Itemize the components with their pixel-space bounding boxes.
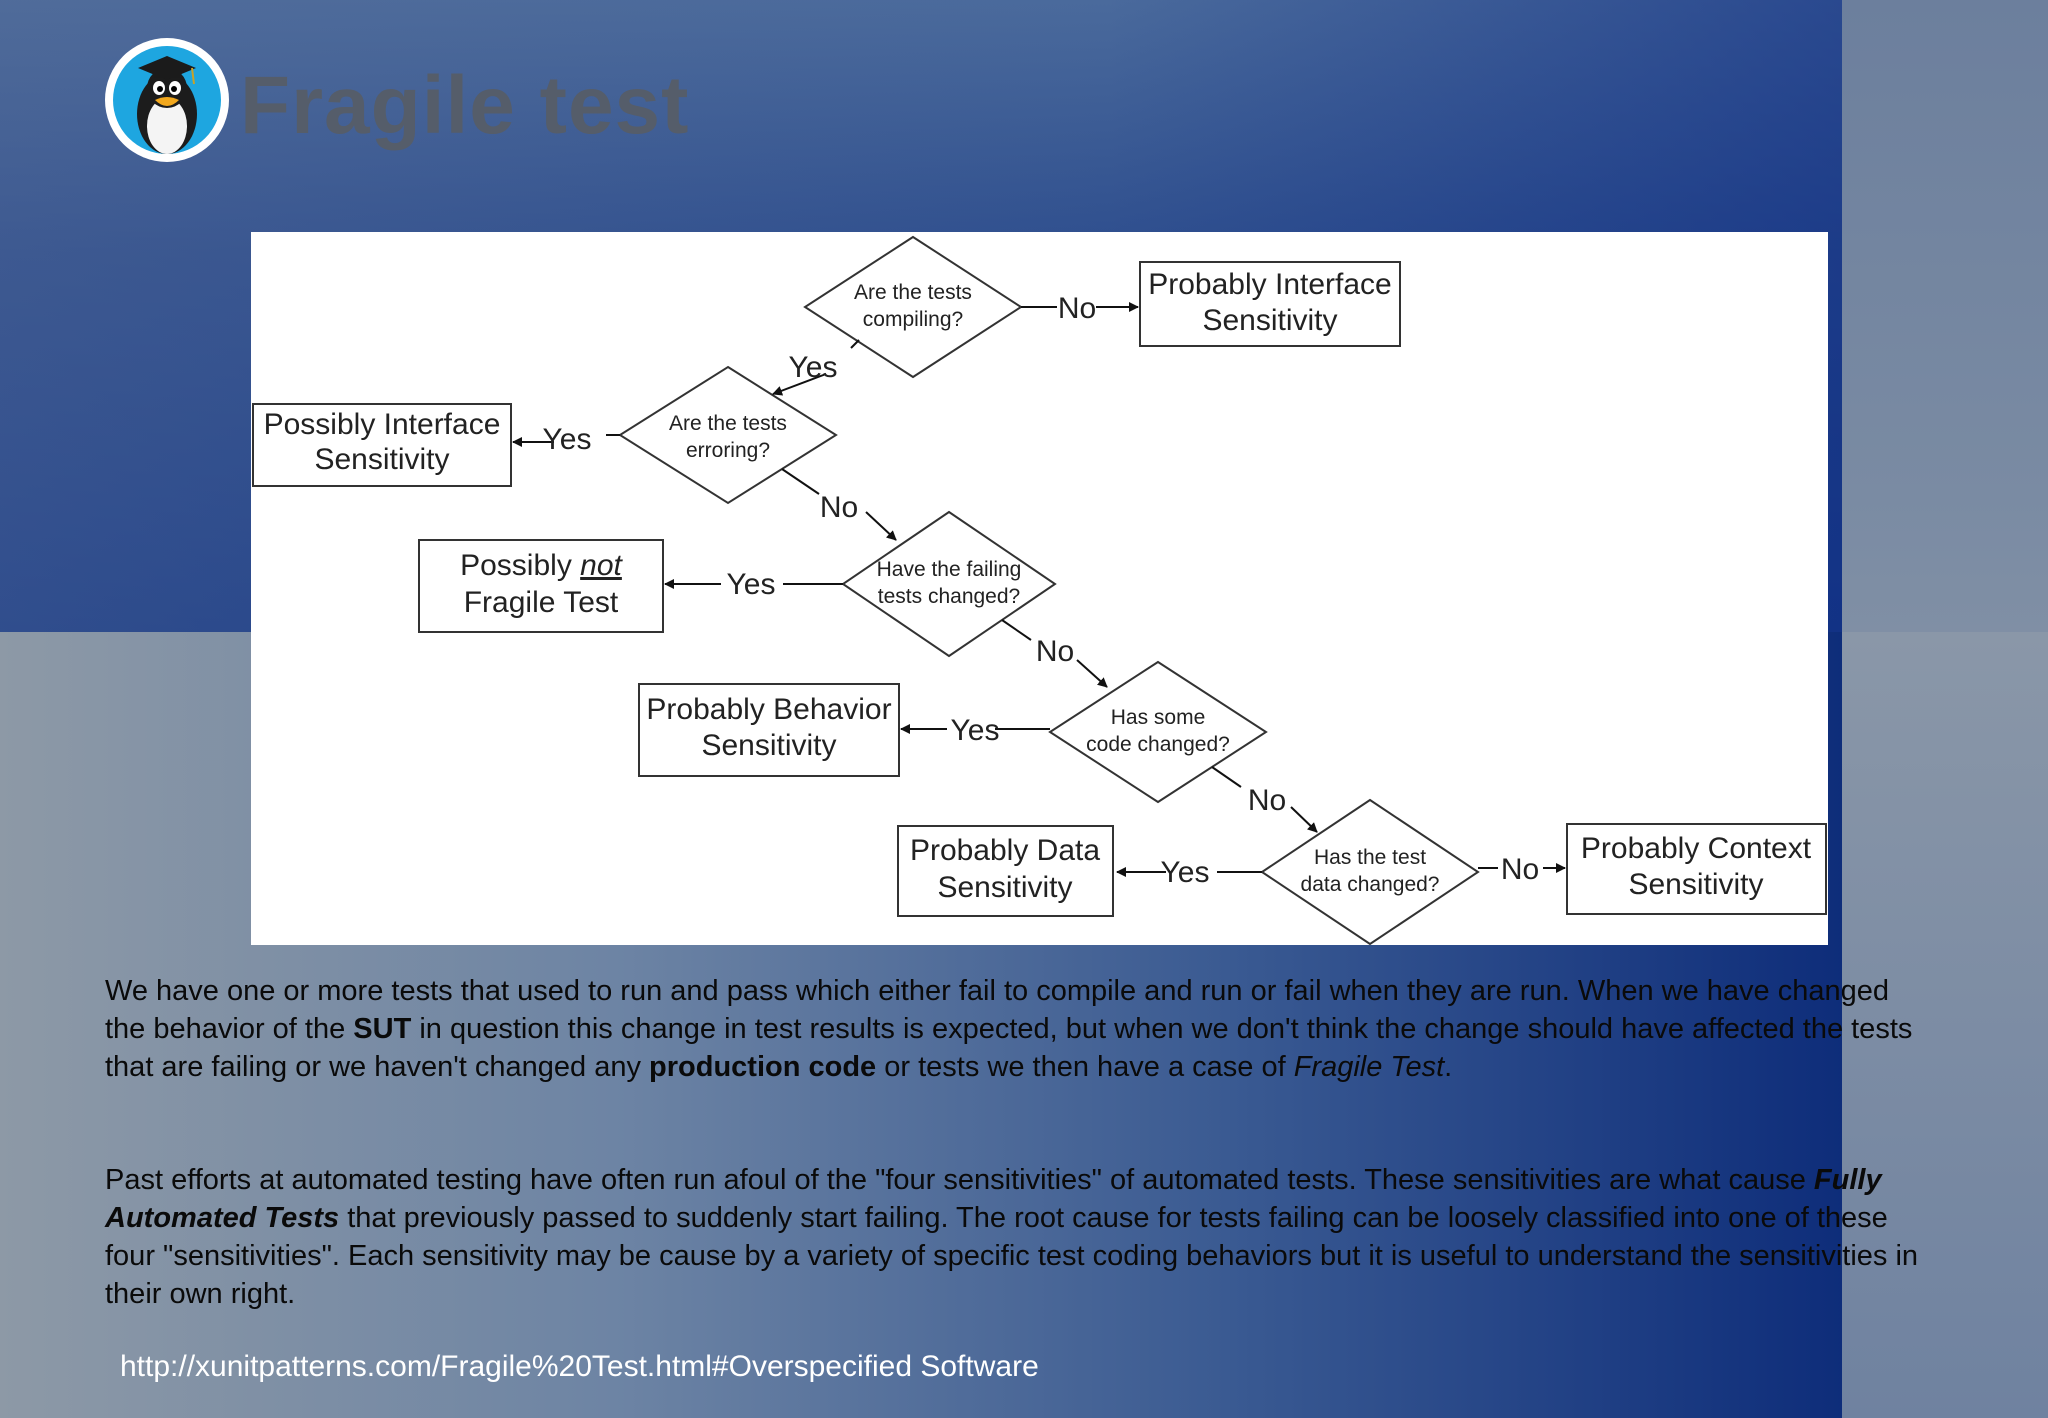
decision-compiling [803,235,1023,379]
paragraph-four-sensitivities: Past efforts at automated testing have o… [105,1164,1919,1310]
edge-label-yes-1: Yes [789,351,838,384]
q5-line1: Has the test [1314,846,1426,869]
edge-label-no-5: No [1501,853,1539,886]
q1-line1: Are the tests [854,281,972,304]
edge-label-yes-3: Yes [727,568,776,601]
outcome-possibly-interface-line2: Sensitivity [314,443,449,476]
outcome-data-line1: Probably Data [910,834,1100,867]
paragraph-fragile-test-definition: We have one or more tests that used to r… [105,975,1913,1083]
q3-line1: Have the failing [877,558,1022,581]
outcome-data [897,825,1114,917]
slide-side-band-lower [1842,632,2048,1418]
outcome-not-fragile-line2: Fragile Test [464,586,619,619]
outcome-not-fragile-line1: Possibly not [460,549,623,582]
source-url: http://xunitpatterns.com/Fragile%20Test.… [120,1350,1039,1383]
q4-line2: code changed? [1086,733,1230,756]
outcome-probably-interface-line1: Probably Interface [1148,268,1391,301]
outcome-possibly-interface [252,403,512,487]
slide-title: Fragile test [240,60,690,151]
outcome-data-line2: Sensitivity [937,871,1072,904]
edge-label-no-3: No [1036,635,1074,668]
outcome-context-line2: Sensitivity [1628,868,1763,901]
outcome-behavior-line2: Sensitivity [701,729,836,762]
outcome-possibly-interface-line1: Possibly Interface [264,408,501,441]
q5-line2: data changed? [1301,873,1440,896]
q2-line2: erroring? [686,439,770,462]
outcome-context [1566,823,1827,915]
edge-label-no-2: No [820,491,858,524]
outcome-probably-interface [1139,261,1401,347]
decision-data-changed [1260,798,1480,945]
edge-label-yes-2: Yes [543,423,592,456]
q3-line2: tests changed? [878,585,1020,608]
outcome-context-line1: Probably Context [1581,832,1812,865]
q4-line1: Has some [1111,706,1206,729]
tux-penguin-graduate-icon [96,36,238,164]
edge-label-no-4: No [1248,784,1286,817]
edge-label-yes-5: Yes [1161,856,1210,889]
outcome-not-fragile [418,539,664,633]
edge-label-yes-4: Yes [951,714,1000,747]
outcome-probably-interface-line2: Sensitivity [1202,304,1337,337]
outcome-behavior-line1: Probably Behavior [646,693,891,726]
q1-line2: compiling? [863,308,963,331]
q2-line1: Are the tests [669,412,787,435]
outcome-behavior [638,683,900,777]
edge-label-no-1: No [1058,292,1096,325]
fragile-test-flowchart: Are the tests compiling? Are the tests e… [251,232,1828,945]
